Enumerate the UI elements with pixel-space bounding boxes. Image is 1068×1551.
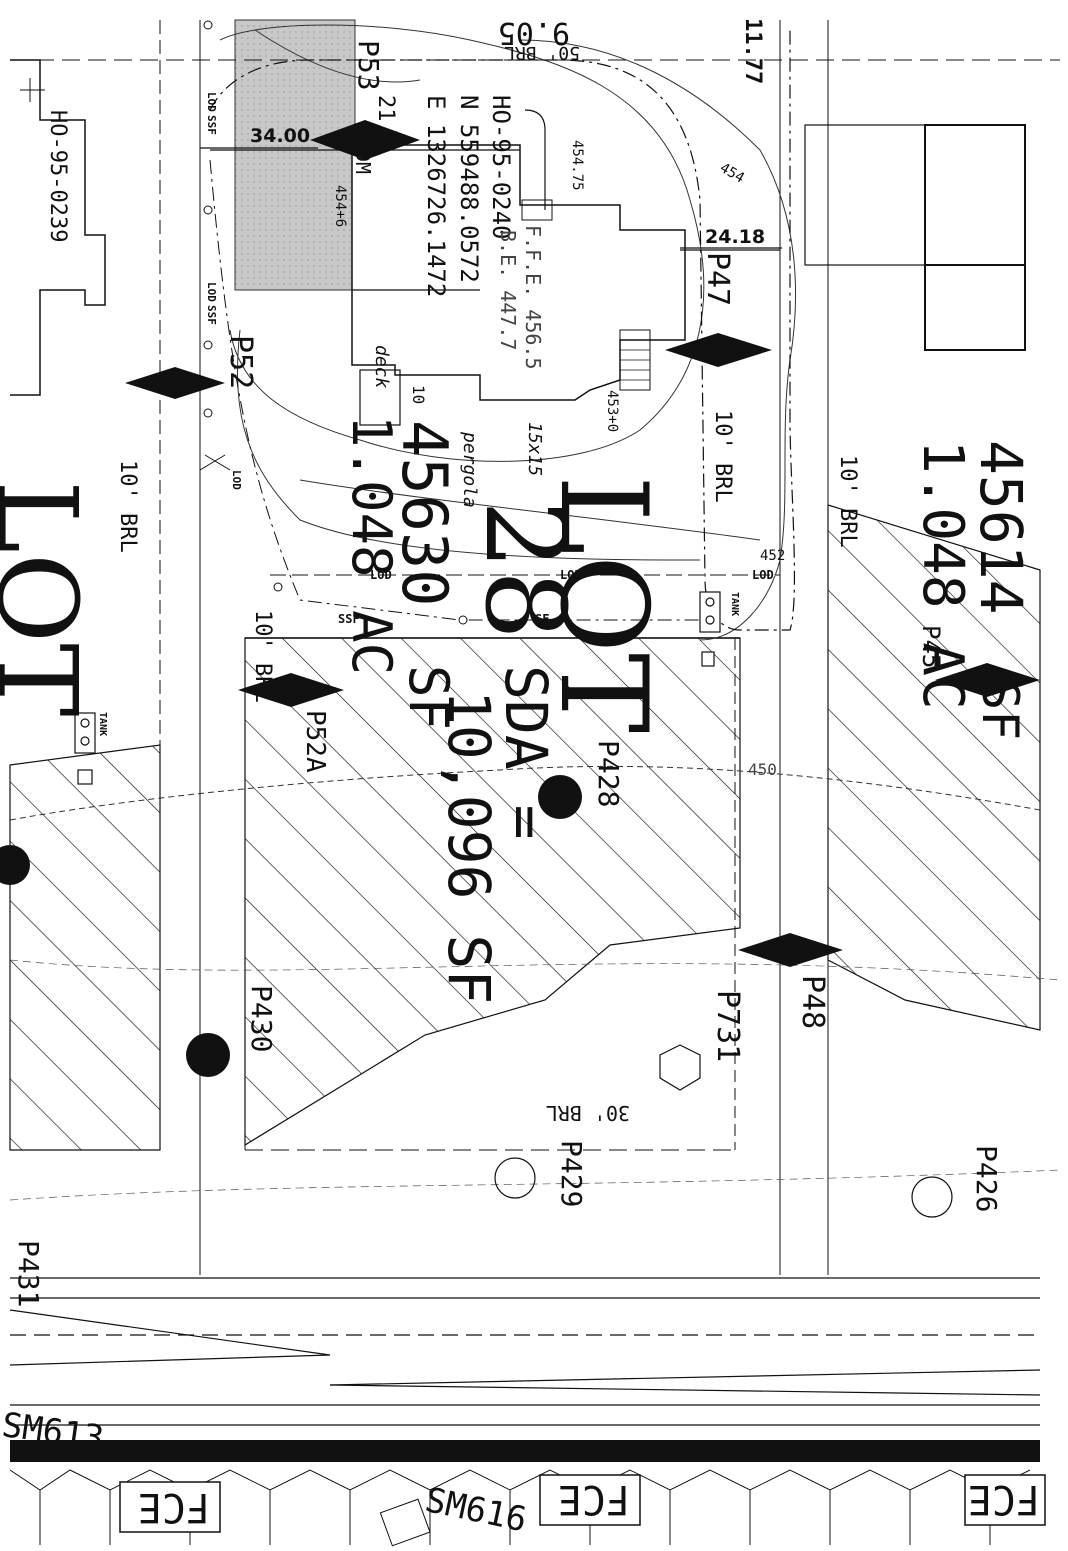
neighbor-well-id: HO-95-0239	[45, 110, 70, 243]
perc-label-p430: P430	[245, 985, 278, 1053]
perc-label-p53: P53	[352, 40, 385, 91]
fce-label-3: FCE	[967, 1476, 1040, 1522]
perc-label-p428: P428	[592, 740, 625, 808]
deck-size: 10	[409, 385, 428, 405]
pergola-size: 15x15	[524, 422, 545, 477]
perc-label-p429: P429	[555, 1140, 588, 1208]
perc-label-p426: P426	[970, 1145, 1003, 1213]
sf-label-4: SF	[535, 612, 550, 626]
elevation-5: 450	[748, 760, 777, 779]
tank-left	[74, 712, 96, 754]
elevation-3: 453+0	[604, 390, 620, 433]
tank-label-1: TANK	[729, 592, 740, 617]
well-north: N 559488.0572	[455, 95, 483, 283]
neighbor-lot-sf: SF	[971, 680, 1029, 741]
left-lot-word: LOT	[0, 480, 101, 717]
deck	[359, 369, 401, 426]
lot-28-acreage: 1.048 AC	[340, 415, 403, 676]
lod-label-1: LOD	[205, 92, 218, 112]
perc-label-p47: P47	[700, 252, 735, 307]
elevation-4: 452	[760, 548, 786, 564]
handwritten-1177: 11.77	[740, 18, 765, 85]
perc-open-p429	[494, 1157, 536, 1199]
perc-diamond-p48	[738, 933, 843, 967]
sf-label-2: SSF	[205, 305, 218, 325]
lot-28-sda: SDA =	[492, 665, 560, 840]
well-dm: DM	[351, 150, 375, 175]
house-ffe: F.F.E. 456.5	[521, 225, 545, 370]
hatch-area-left	[9, 744, 161, 1151]
well-east: E 1326726.1472	[422, 95, 450, 298]
pergola-label: pergola	[459, 432, 480, 508]
neighbor-lot-id: 45614	[967, 440, 1035, 615]
neighbor-lot-acreage: 1.048 AC	[910, 440, 975, 710]
fce-label-1: FCE	[137, 1484, 210, 1530]
lot-28-sda-value: 10,096 SF	[435, 690, 503, 1005]
hatch-area-center	[244, 637, 741, 1147]
lod-label-3: LOD	[370, 568, 392, 582]
perc-label-p48: P48	[795, 975, 830, 1030]
handwritten-905: 9.05	[497, 15, 570, 50]
perc-label-p52a: P52A	[300, 710, 330, 773]
brl-30: 30' BRL	[545, 1101, 630, 1125]
house-be: B.E. 447.7	[496, 230, 520, 351]
neighbor-house	[804, 124, 1026, 266]
elevation-1: 454+6	[332, 185, 348, 228]
perc-solid-p430	[186, 1033, 230, 1077]
lod-label-4: LOD	[560, 568, 582, 582]
lod-label-2: LOD	[205, 282, 218, 302]
perc-hex-p731	[659, 1044, 701, 1091]
perc-diamond-p52	[125, 367, 225, 399]
brl-10-left: 10' BRL	[115, 460, 140, 553]
dimension-24: 24.18	[705, 226, 766, 248]
perc-diamond-p53	[310, 120, 420, 160]
lod-label-5: LOD	[752, 568, 774, 582]
perc-diamond-p47	[665, 333, 772, 367]
perc-label-p431: P431	[12, 1240, 45, 1308]
perc-label-p731: P731	[710, 990, 745, 1063]
tank-top	[699, 591, 721, 633]
lot-28-sf: SF	[397, 665, 460, 731]
lod-label-6: LOD	[230, 470, 243, 490]
perc-label-p52: P52	[223, 335, 258, 390]
lod-line	[209, 30, 796, 631]
brl-10-top: 10' BRL	[710, 410, 735, 503]
elevation-0: 454.75	[569, 140, 585, 191]
brl-10-right: 10' BRL	[835, 455, 860, 548]
deck-label: deck	[371, 345, 392, 389]
brl-10-mid: 10' BRL	[250, 610, 275, 703]
tank-label-2: TANK	[97, 712, 108, 737]
road-edge-band	[10, 1440, 1040, 1462]
fce-label-2: FCE	[557, 1476, 630, 1522]
sf-label-1: SSF	[205, 115, 218, 135]
perc-diamond-p45	[935, 663, 1040, 697]
perc-open-p426	[911, 1176, 953, 1218]
well-prefix: 21	[373, 95, 398, 122]
well-id: HO-95-0240	[487, 95, 515, 240]
perc-diamond-p52a	[238, 673, 344, 707]
dimension-34: 34.00	[250, 125, 311, 147]
sf-label-3: SSF	[338, 612, 360, 626]
neighbor-house-left	[10, 59, 106, 396]
perc-label-p45: P45	[917, 625, 945, 669]
perc-solid-p428	[538, 775, 582, 819]
